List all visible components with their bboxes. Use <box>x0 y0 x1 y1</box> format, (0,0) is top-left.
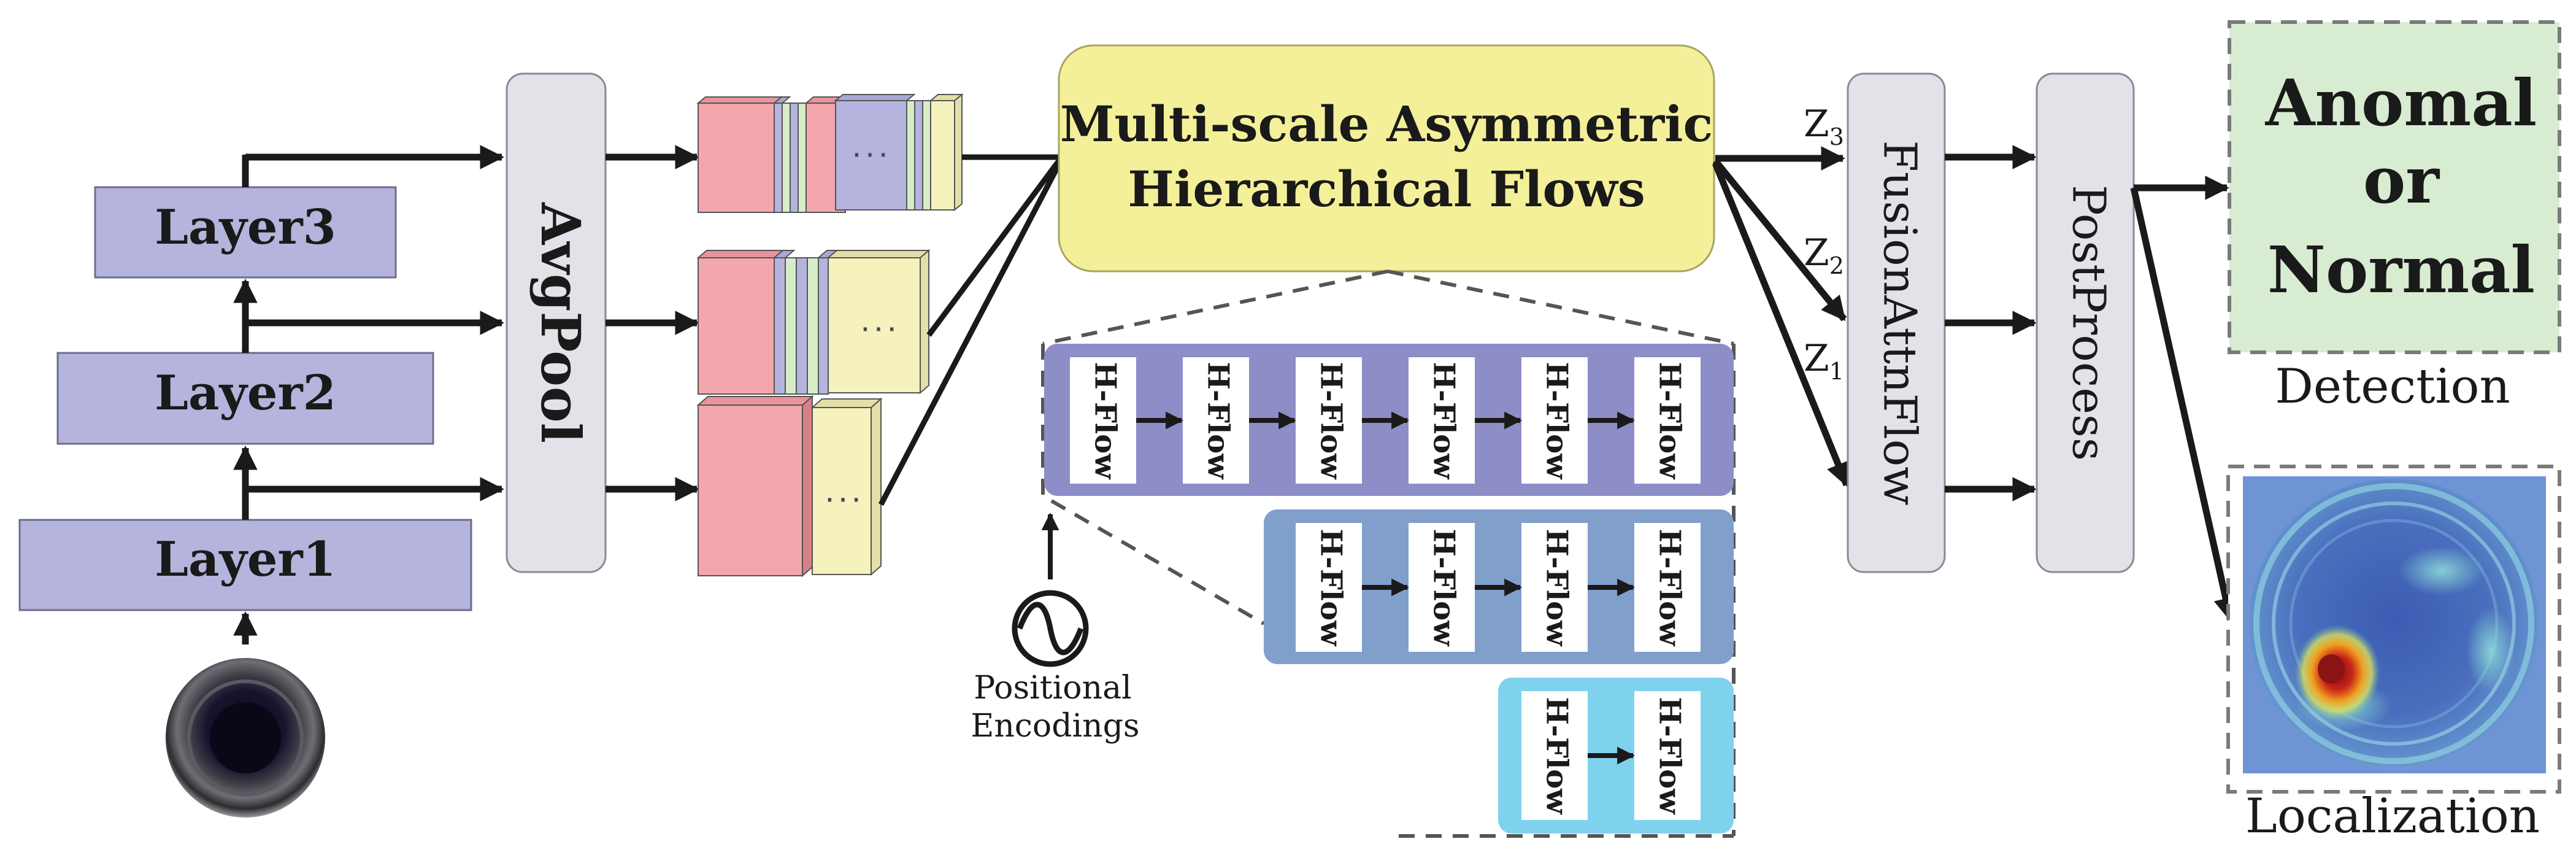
result-line3: Normal <box>2267 232 2535 308</box>
layer1-box: Layer1 <box>18 519 472 611</box>
hflow-label: H-Flow <box>1314 362 1348 481</box>
layer1-label: Layer1 <box>155 532 336 587</box>
fusionattnflow-block: FusionAttnFlow <box>1847 72 1946 573</box>
stack-to-flow-connectors <box>879 154 1061 506</box>
hflow-block: H-Flow <box>1183 357 1249 484</box>
hflow-block: H-Flow <box>1634 691 1701 820</box>
hflow-block: H-Flow <box>1296 357 1362 484</box>
feature-stack-scale1: · · · <box>696 395 883 578</box>
feature-map <box>696 250 785 395</box>
feature-map <box>790 103 799 213</box>
feature-map <box>810 397 883 576</box>
ellipsis: · · · <box>826 488 859 513</box>
msahf-title-line2: Hierarchical Flows <box>1128 160 1645 218</box>
positional-encodings-label-line2: Encodings <box>971 708 1139 745</box>
localization-result: Localization <box>2226 465 2561 844</box>
postprocess-label: PostProcess <box>2063 185 2115 461</box>
feature-map <box>696 95 783 214</box>
latent-arrows <box>1712 146 1850 487</box>
layer3-label: Layer3 <box>155 199 336 255</box>
feature-map <box>914 100 923 211</box>
ellipsis: · · · <box>862 317 895 342</box>
result-line1: Anomal <box>2265 65 2537 141</box>
hflow-block: H-Flow <box>1070 357 1136 484</box>
hflow-block: H-Flow <box>1521 523 1588 652</box>
hflow-label: H-Flow <box>1314 529 1348 648</box>
hflow-block: H-Flow <box>1409 523 1475 652</box>
sine-wave-icon <box>1012 590 1089 667</box>
hflow-row-scale2: H-Flow H-Flow H-Flow H-Flow <box>1264 509 1734 664</box>
hflow-row-scale1: H-Flow H-Flow H-Flow H-Flow H-Flow H-Flo… <box>1044 344 1734 496</box>
feature-map <box>906 100 915 211</box>
fusionattnflow-label: FusionAttnFlow <box>1874 140 1926 505</box>
avgpool-block: AvgPool <box>506 72 607 573</box>
hflow-block: H-Flow <box>1409 357 1475 484</box>
hflow-block: H-Flow <box>1634 523 1701 652</box>
layer2-box: Layer2 <box>56 352 434 445</box>
feature-map <box>826 249 931 395</box>
hflow-label: H-Flow <box>1427 529 1461 648</box>
post-to-result-arrows <box>2130 176 2238 622</box>
z1-label: Z1 <box>1804 337 1844 385</box>
feature-stack-scale3: · · · <box>696 93 964 214</box>
feature-map <box>696 395 814 578</box>
feature-map <box>929 93 964 212</box>
msahf-title-line1: Multi-scale Asymmetric <box>1060 95 1713 153</box>
msahf-block: Multi-scale Asymmetric Hierarchical Flow… <box>1058 44 1715 273</box>
postprocess-block: PostProcess <box>2036 72 2135 573</box>
layer-connectors <box>233 145 504 644</box>
layer2-label: Layer2 <box>155 365 336 421</box>
hflow-row-scale3: H-Flow H-Flow <box>1498 678 1734 834</box>
hflow-block: H-Flow <box>1634 357 1701 484</box>
hflow-label: H-Flow <box>1653 529 1687 648</box>
hflow-block: H-Flow <box>1521 357 1588 484</box>
localization-caption: Localization <box>2245 789 2540 844</box>
feature-map <box>798 103 807 213</box>
feature-stack-scale2: · · · <box>696 249 931 395</box>
feature-map <box>782 103 791 213</box>
hflow-label: H-Flow <box>1088 362 1123 481</box>
hflow-block: H-Flow <box>1296 523 1362 652</box>
positional-encodings-label-line1: Positional <box>974 670 1131 706</box>
feature-map <box>834 94 916 211</box>
fusion-to-post-arrows <box>1945 145 2037 501</box>
detection-caption: Detection <box>2275 359 2510 414</box>
detection-result: Anomal or Normal Detection <box>2228 20 2561 414</box>
avgpool-out-arrows <box>606 145 699 501</box>
hflow-label: H-Flow <box>1540 697 1574 816</box>
z2-label: Z2 <box>1804 231 1844 279</box>
feature-map <box>785 257 797 395</box>
hflow-label: H-Flow <box>1201 362 1236 481</box>
hflow-label: H-Flow <box>1653 362 1687 481</box>
feature-map <box>772 96 791 213</box>
z3-label: Z3 <box>1804 103 1844 150</box>
result-line2: or <box>2363 142 2440 218</box>
feature-map <box>807 257 819 395</box>
ellipsis: · · · <box>853 143 886 168</box>
hflow-label: H-Flow <box>1653 697 1687 816</box>
avgpool-label: AvgPool <box>529 202 593 443</box>
positional-encodings: Positional Encodings <box>971 513 1140 745</box>
hflow-block: H-Flow <box>1521 691 1588 820</box>
feature-map <box>796 257 808 395</box>
layer3-box: Layer3 <box>94 186 397 279</box>
input-image-icon <box>166 658 325 818</box>
heatmap-image-icon <box>2243 476 2546 773</box>
feature-map <box>922 100 931 211</box>
hflow-label: H-Flow <box>1540 529 1574 648</box>
latent-labels: Z3 Z2 Z1 <box>1804 103 1844 385</box>
hflow-label: H-Flow <box>1540 362 1574 481</box>
hflow-label: H-Flow <box>1427 362 1461 481</box>
